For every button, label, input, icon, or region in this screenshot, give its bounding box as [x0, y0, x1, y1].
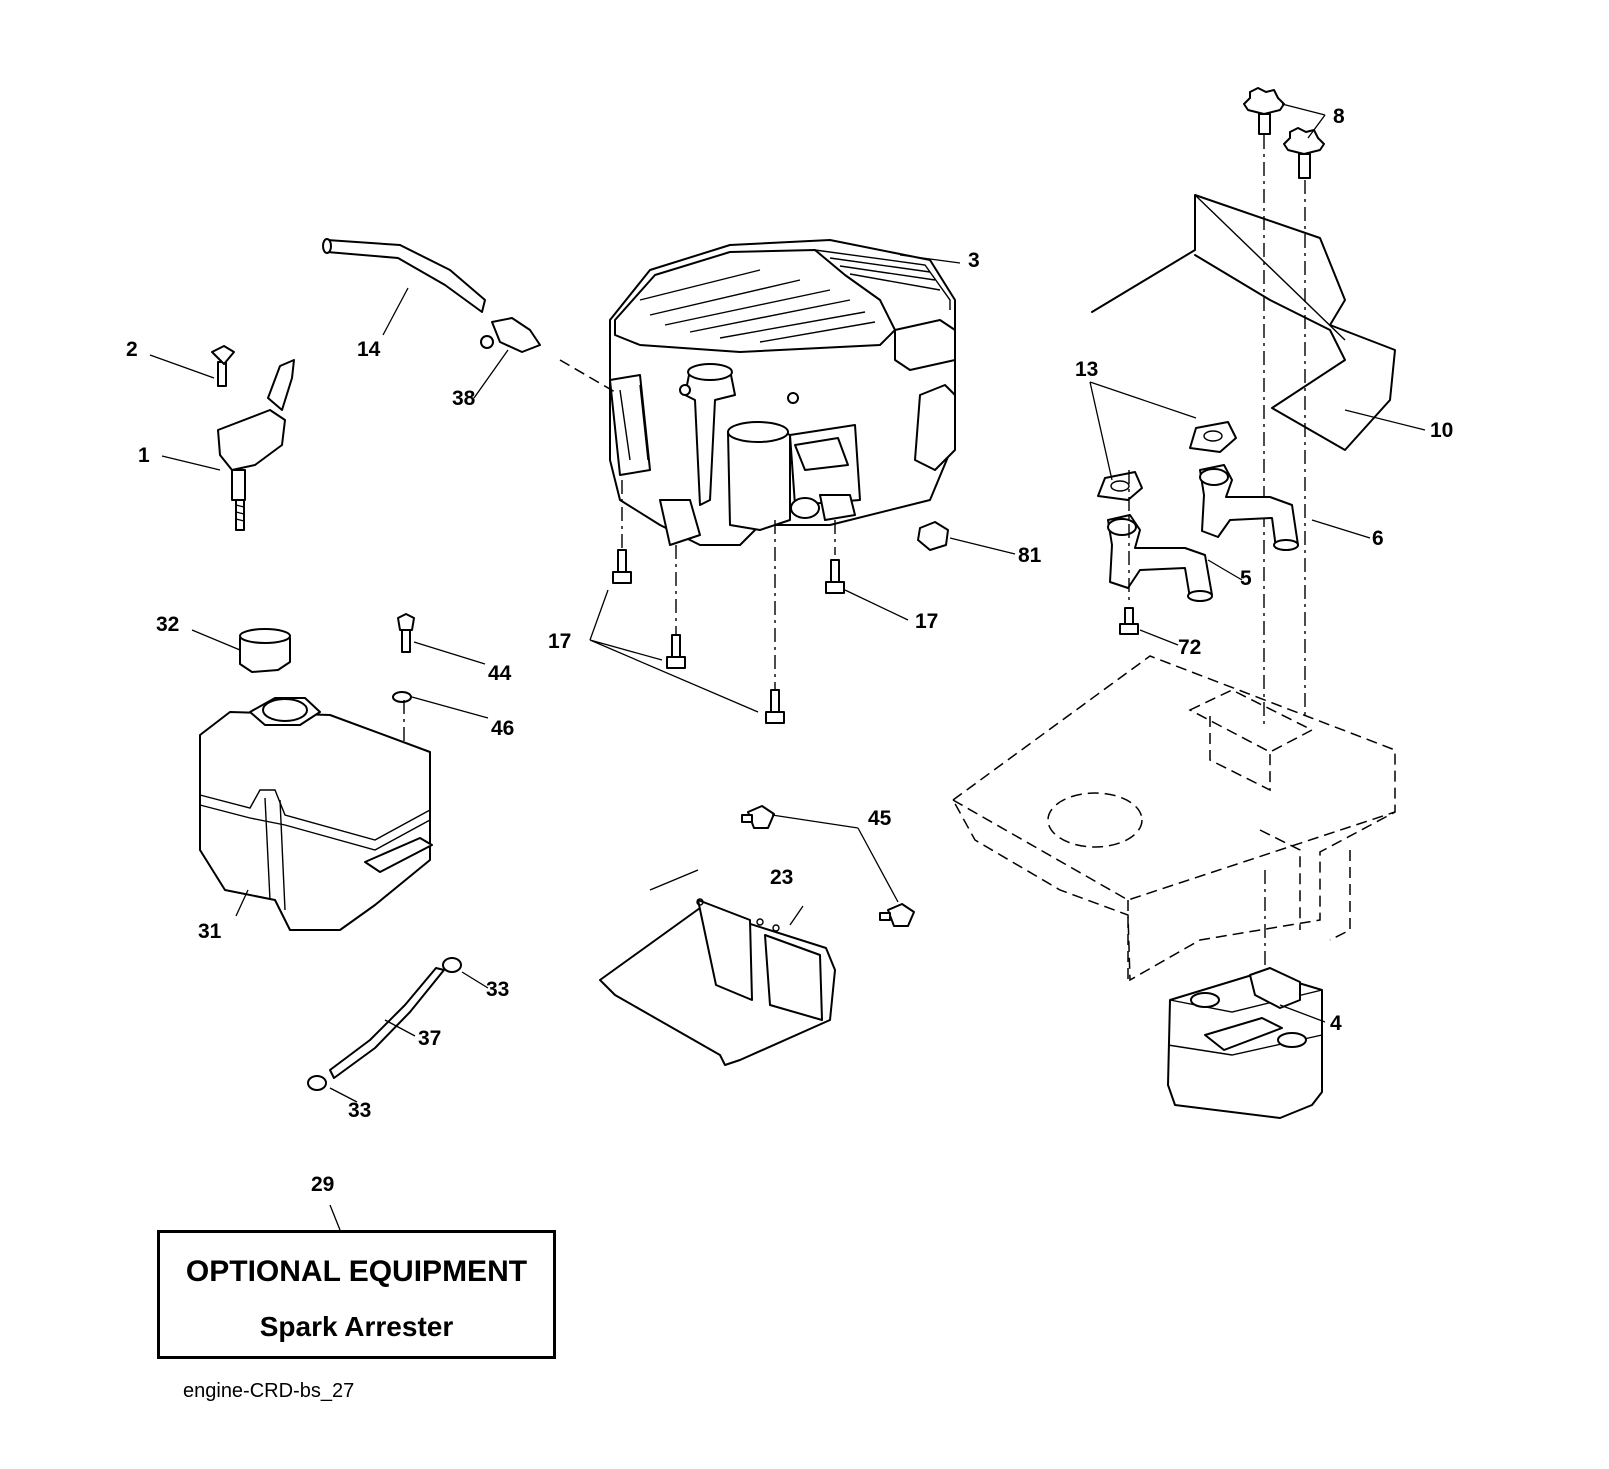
exhaust-pipe-right [1199, 464, 1299, 551]
bolt-17-d [825, 559, 845, 594]
throttle-control [211, 345, 295, 531]
callout-10: 10 [1430, 419, 1453, 442]
callout-1: 1 [138, 444, 150, 467]
callout-3: 3 [968, 249, 980, 272]
washer-46 [392, 691, 412, 703]
screw-8-right [1283, 127, 1325, 179]
fuel-filter [480, 317, 541, 353]
diagram-caption: engine-CRD-bs_27 [183, 1380, 355, 1402]
callout-14: 14 [357, 338, 381, 361]
gasket-left [1097, 471, 1143, 501]
callout-37: 37 [418, 1027, 441, 1050]
callout-17a: 17 [548, 630, 571, 653]
callout-13: 13 [1075, 358, 1098, 381]
bottom-plate [599, 869, 836, 1066]
bolt-17-c [765, 689, 785, 724]
callout-6: 6 [1372, 527, 1384, 550]
callout-38: 38 [452, 387, 476, 410]
callout-8: 8 [1333, 105, 1345, 128]
callout-81: 81 [1018, 544, 1042, 567]
callout-23: 23 [770, 866, 793, 889]
fuel-tank [199, 697, 433, 931]
bolt-45-left [741, 805, 775, 829]
callout-2: 2 [126, 338, 138, 361]
exhaust-pipe-left [1107, 514, 1213, 602]
callout-46: 46 [491, 717, 514, 740]
callout-45: 45 [868, 807, 892, 830]
bolt-17-a [612, 549, 632, 584]
bolt-17-b [666, 634, 686, 669]
screw-44 [397, 613, 415, 653]
callout-4: 4 [1330, 1012, 1342, 1035]
clamp-33-top [442, 957, 462, 973]
engine [609, 239, 956, 546]
muffler [1167, 967, 1323, 1119]
callout-5: 5 [1240, 567, 1252, 590]
callout-31: 31 [198, 920, 222, 943]
fuel-cap [239, 628, 291, 673]
callout-17b: 17 [915, 610, 938, 633]
callout-29: 29 [311, 1173, 334, 1196]
bolt-72 [1119, 607, 1139, 635]
callout-44: 44 [488, 662, 512, 685]
heat-shield [1091, 194, 1396, 451]
fuel-line [329, 967, 445, 1079]
clamp-33-bottom [307, 1075, 327, 1091]
optional-equipment-title: OPTIONAL EQUIPMENT [185, 1255, 528, 1288]
nut-81 [917, 521, 949, 551]
gasket-right [1189, 421, 1237, 453]
bolt-45-right [879, 903, 915, 927]
callout-33a: 33 [486, 978, 509, 1001]
callout-72: 72 [1178, 636, 1201, 659]
spark-arrester-label: Spark Arrester [259, 1311, 454, 1342]
callout-33b: 33 [348, 1099, 371, 1122]
fuel-hose [322, 238, 486, 313]
screw-8-left [1243, 87, 1285, 135]
chassis-frame [952, 655, 1396, 985]
callout-labels: 1 2 3 4 5 6 8 10 13 14 17 17 23 29 31 32… [126, 105, 1453, 1196]
callout-32: 32 [156, 613, 179, 636]
leader-lines [149, 103, 1426, 1231]
optional-equipment-box: OPTIONAL EQUIPMENT Spark Arrester [157, 1230, 556, 1359]
